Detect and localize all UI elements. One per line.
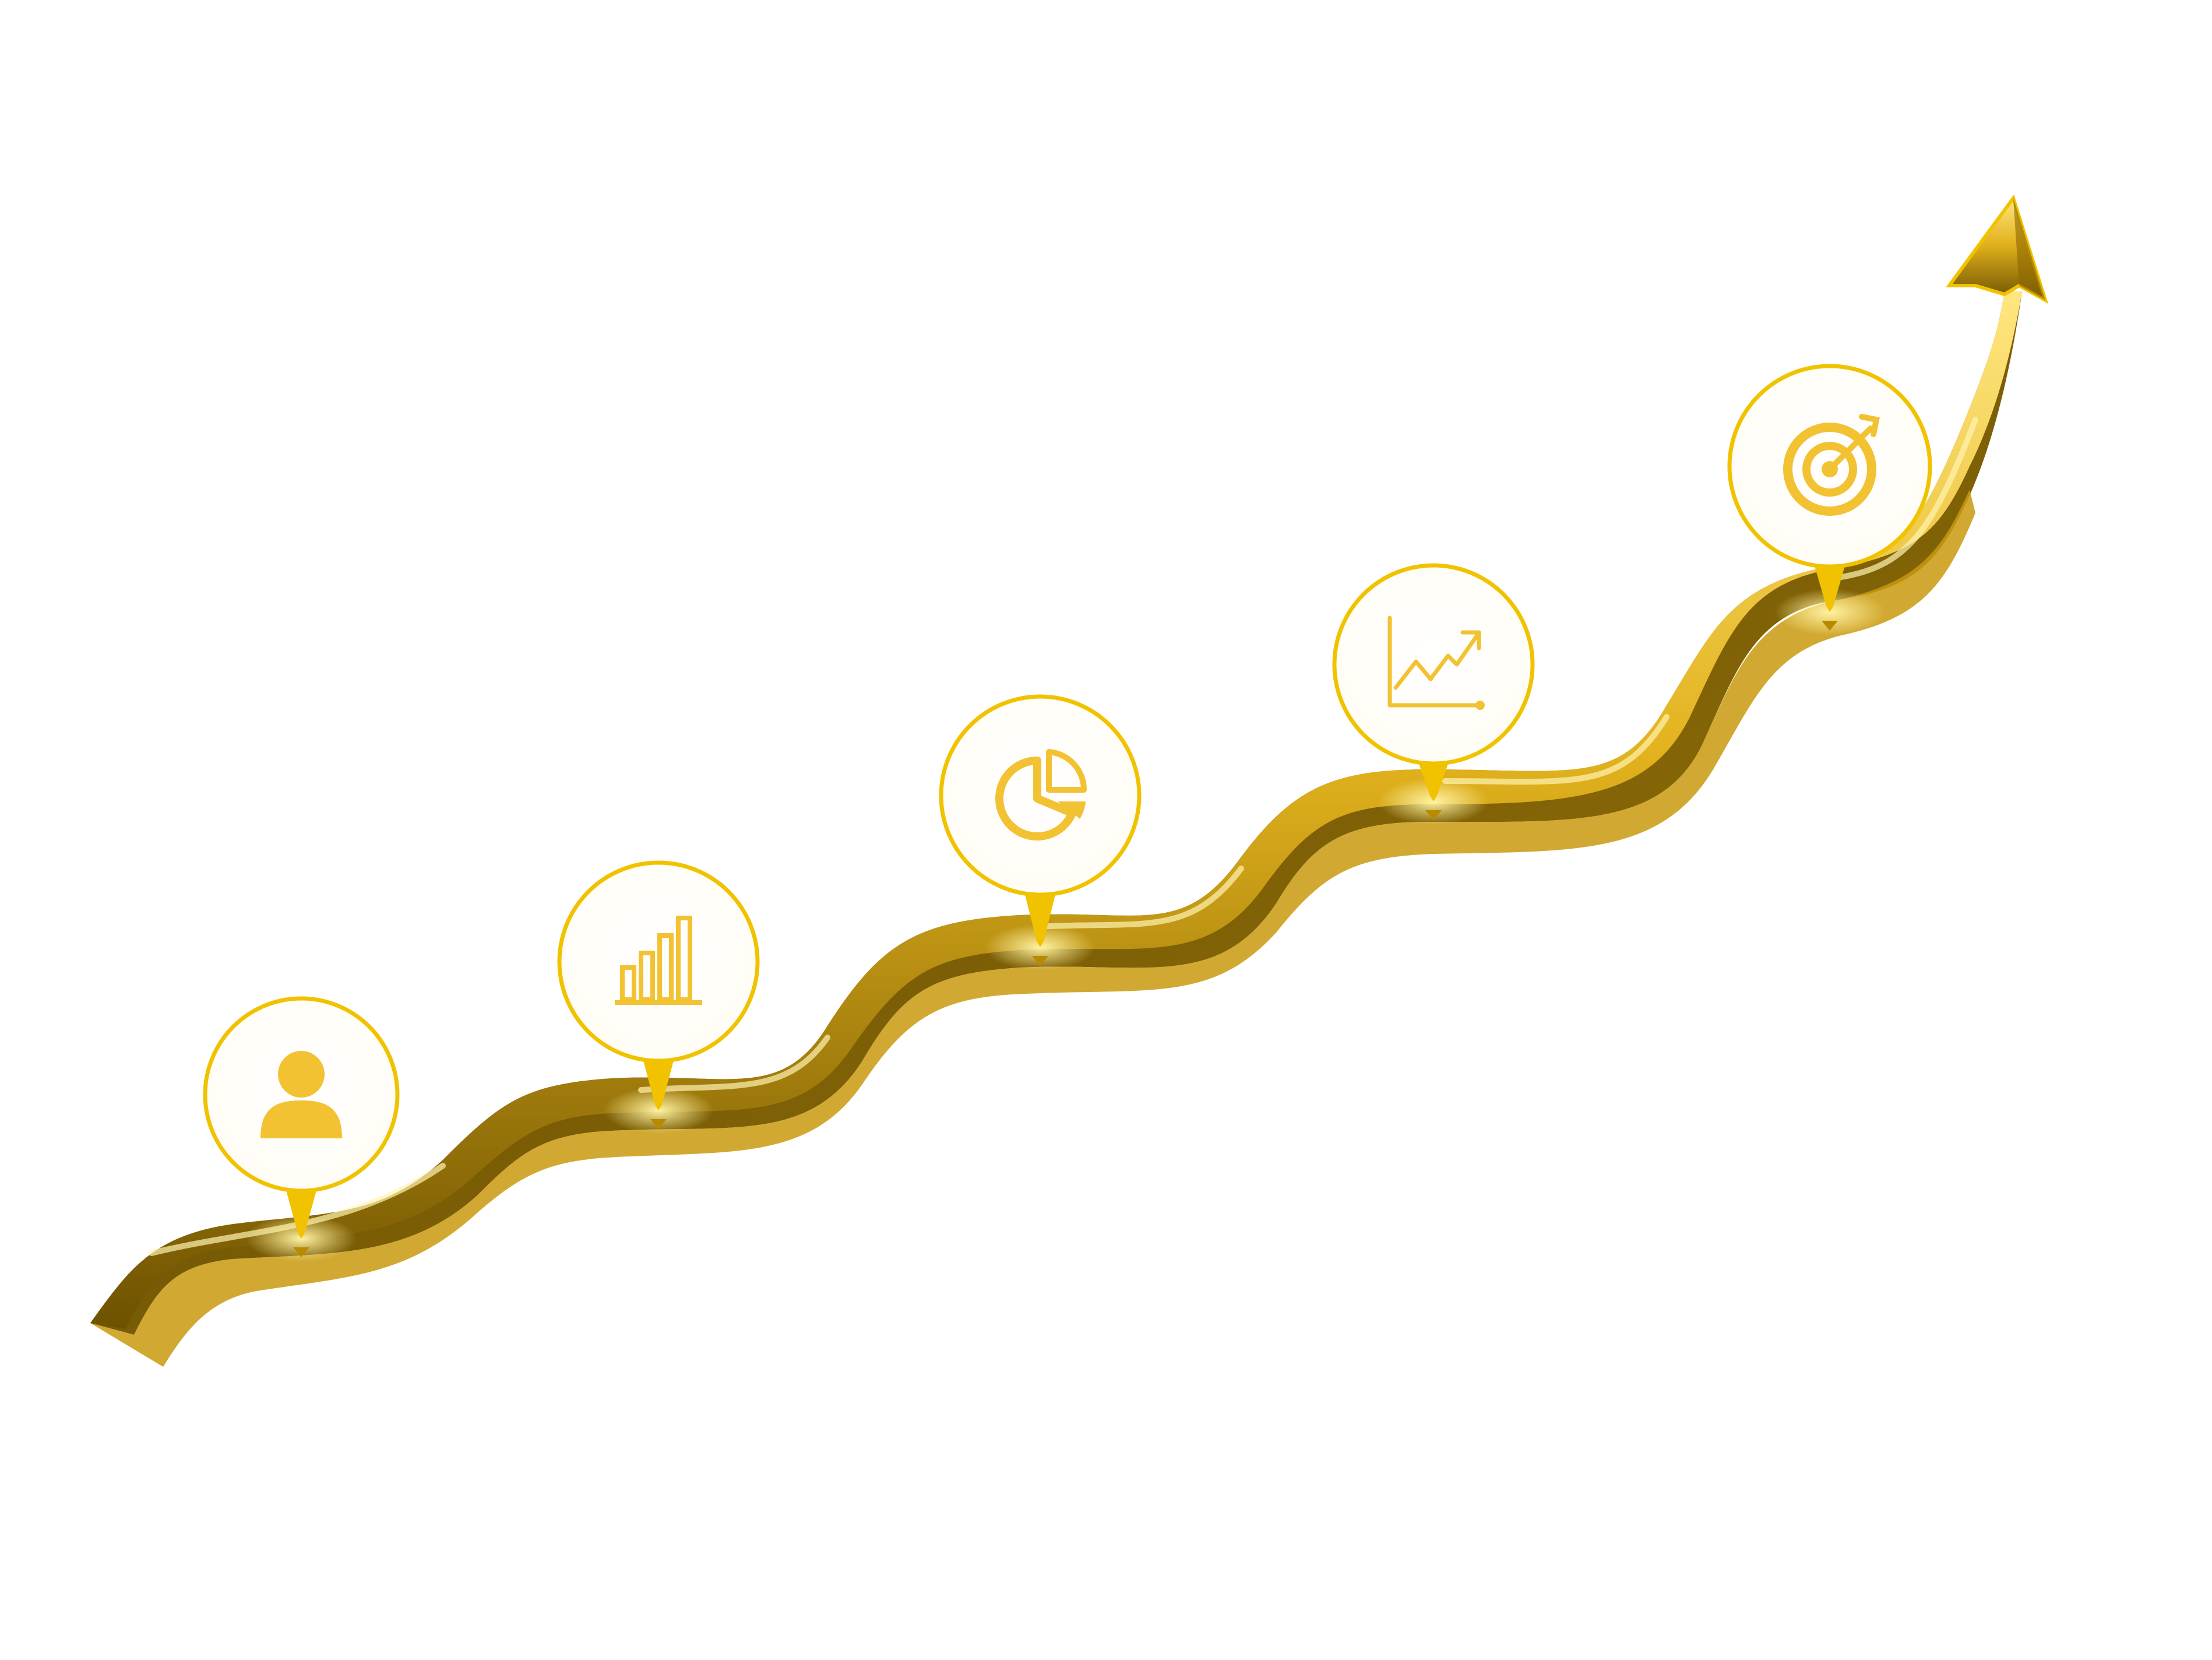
bar-chart-icon — [615, 916, 702, 1005]
milestone-3-pin — [1024, 890, 1056, 947]
milestone-2 — [557, 860, 760, 1063]
milestone-connectors — [246, 562, 1885, 1262]
milestone-1-pin — [285, 1186, 318, 1239]
milestone-3 — [939, 694, 1142, 897]
milestone-5 — [1727, 364, 1932, 569]
growth-arrow — [1946, 194, 2049, 304]
milestone-1 — [203, 996, 400, 1193]
milestone-4-ring — [1332, 563, 1535, 766]
milestone-3-pin-tip — [1032, 956, 1048, 966]
milestone-2-pin — [642, 1056, 675, 1110]
milestone-4-pin — [1417, 759, 1450, 801]
milestone-1-pin-tip — [293, 1247, 309, 1257]
milestone-2-pin-tip — [650, 1119, 667, 1129]
target-icon — [1783, 414, 1880, 516]
pie-chart-icon — [995, 749, 1087, 840]
milestone-markers — [203, 364, 1932, 1193]
milestone-4 — [1332, 563, 1535, 766]
milestone-4-pin-tip — [1425, 810, 1442, 820]
ribbon-edge-front — [90, 490, 1975, 1367]
milestone-5-pin-tip — [1822, 621, 1838, 631]
trend-line-icon — [1387, 616, 1485, 710]
arrow-head-shade — [2013, 198, 2045, 300]
user-icon — [260, 1051, 342, 1138]
milestone-5-pin — [1813, 562, 1846, 612]
